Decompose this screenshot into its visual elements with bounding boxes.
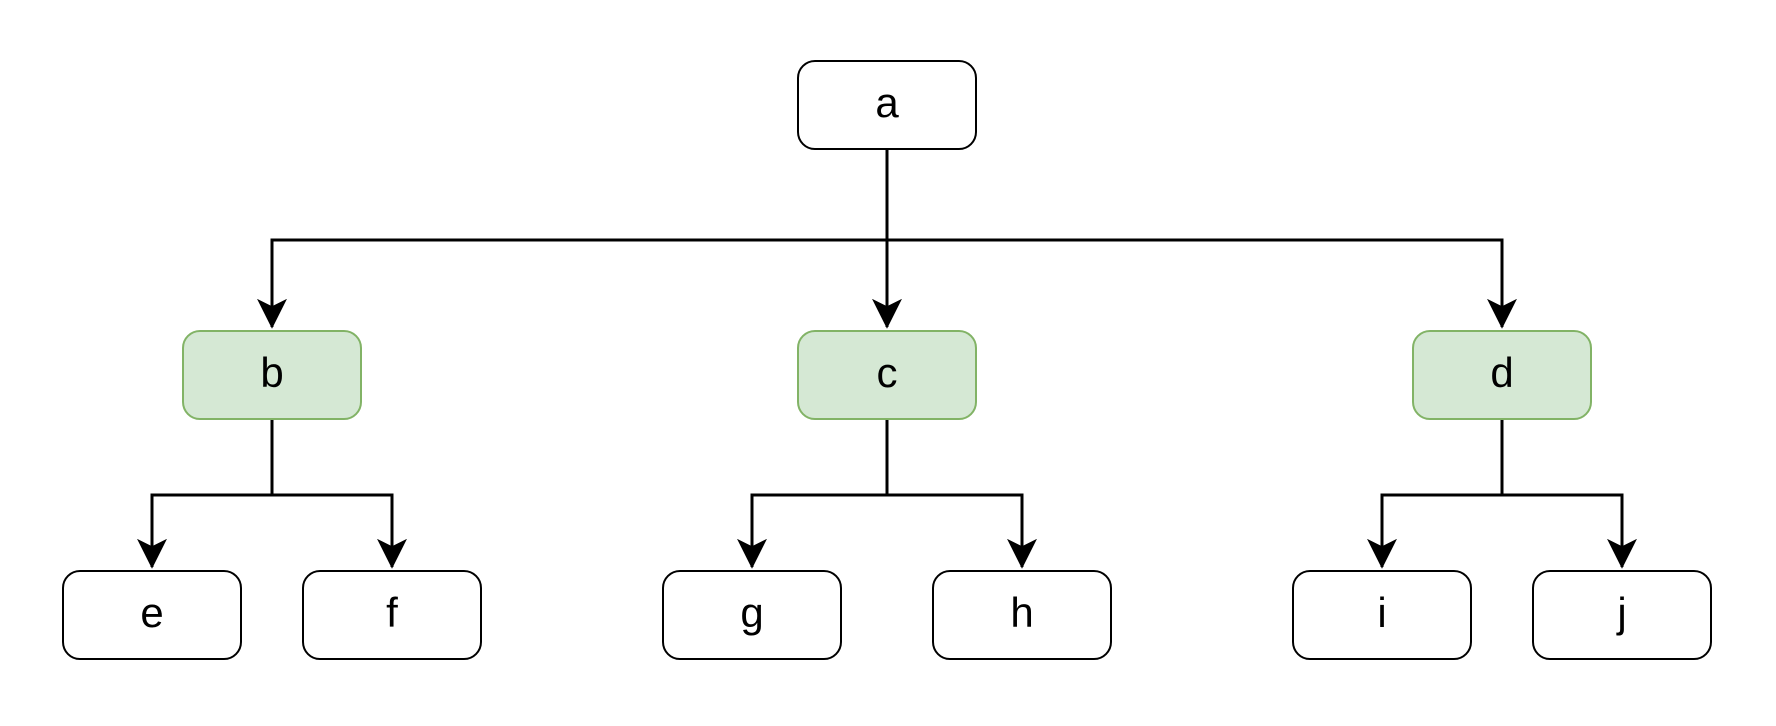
node-label: g [740, 589, 764, 636]
node-label: f [386, 589, 398, 636]
node-j: j [1532, 570, 1712, 660]
node-label: i [1377, 589, 1387, 636]
edge-d-j [1500, 420, 1637, 569]
node-a: a [797, 60, 977, 150]
edge-c-g [737, 420, 889, 569]
node-b: b [182, 330, 362, 420]
node-i: i [1292, 570, 1472, 660]
node-g: g [662, 570, 842, 660]
node-label: h [1010, 589, 1034, 636]
node-h: h [932, 570, 1112, 660]
edge-a-d [885, 150, 1517, 329]
node-d: d [1412, 330, 1592, 420]
node-label: e [140, 589, 164, 636]
node-f: f [302, 570, 482, 660]
node-e: e [62, 570, 242, 660]
node-c: c [797, 330, 977, 420]
edge-b-f [270, 420, 407, 569]
edge-b-e [137, 420, 274, 569]
node-label: d [1490, 349, 1514, 396]
edge-c-h [885, 420, 1037, 569]
node-label: c [876, 349, 898, 396]
edge-d-i [1367, 420, 1504, 569]
node-label: b [260, 349, 284, 396]
edge-a-b [257, 150, 889, 329]
node-label: j [1617, 589, 1627, 636]
node-label: a [875, 79, 899, 126]
